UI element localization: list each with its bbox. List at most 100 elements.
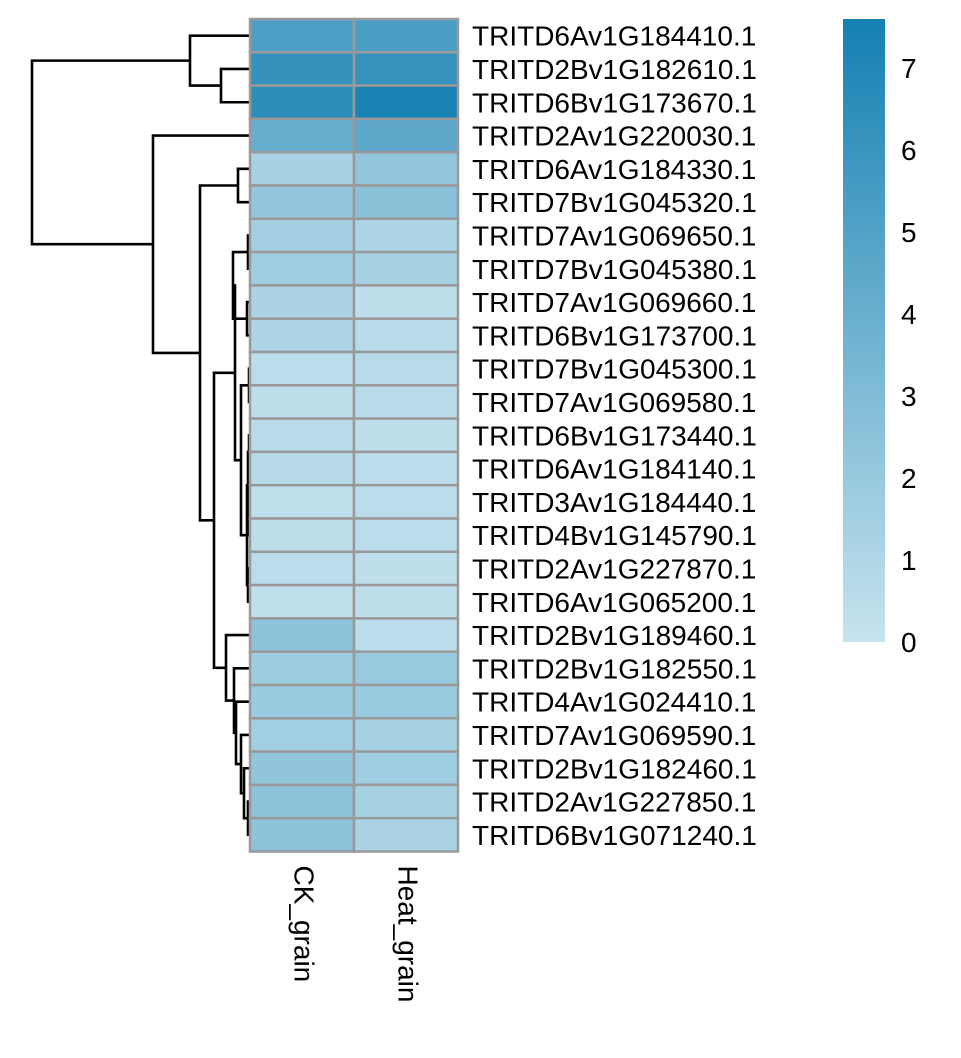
column-label-heat-grain: Heat_grain (393, 866, 424, 1003)
row-dendrogram (30, 34, 251, 837)
color-legend-tick-label: 1 (901, 545, 917, 576)
column-label-ck-grain: CK_grain (289, 866, 320, 983)
heatmap-cell-tritd2bv1g189460-1-heat-grain (352, 617, 460, 653)
dendrogram-branch-22 (242, 766, 250, 820)
heatmap-cell-tritd6av1g184410-1-heat-grain (352, 17, 460, 54)
row-label: TRITD6Av1G065200.1 (472, 587, 756, 618)
heatmap-cell-tritd6bv1g071240-1-ck-grain (248, 816, 356, 853)
dendrogram-branch-2 (219, 67, 250, 104)
heatmap-cell-tritd2av1g227870-1-ck-grain (248, 550, 356, 587)
heatmap-cell-tritd3av1g184440-1-heat-grain (352, 483, 460, 520)
heatmap-cell-tritd6av1g065200-1-ck-grain (248, 583, 356, 620)
heatmap-cell-tritd7bv1g045320-1-heat-grain (352, 184, 460, 221)
heatmap-cell-tritd2bv1g182610-1-ck-grain (248, 51, 356, 87)
dendrogram-branch-5 (236, 167, 250, 204)
row-label: TRITD7Bv1G045380.1 (472, 254, 757, 285)
row-label: TRITD7Av1G069650.1 (472, 220, 756, 251)
dendrogram-branch-21 (239, 733, 250, 795)
heatmap-cell-tritd2av1g220030-1-ck-grain (248, 117, 356, 154)
heatmap-cell-tritd6bv1g173670-1-ck-grain (248, 84, 356, 121)
row-label: TRITD7Bv1G045320.1 (472, 187, 757, 218)
heatmap-cell-tritd2av1g227850-1-ck-grain (248, 783, 356, 820)
row-label: TRITD4Av1G024410.1 (472, 687, 756, 718)
heatmap-cell-tritd6bv1g071240-1-heat-grain (352, 816, 460, 853)
heatmap-cell-tritd6bv1g173700-1-heat-grain (352, 317, 460, 354)
heatmap-cell-tritd7av1g069650-1-ck-grain (248, 217, 356, 254)
row-label: TRITD3Av1G184440.1 (472, 487, 756, 518)
heatmap-cell-tritd2av1g227850-1-heat-grain (352, 783, 460, 820)
heatmap-cell-tritd7av1g069650-1-heat-grain (352, 217, 460, 254)
row-label: TRITD6Av1G184410.1 (472, 21, 756, 52)
dendrogram-branch-10 (245, 300, 250, 337)
color-legend-tick-label: 4 (901, 299, 917, 330)
row-label: TRITD7Av1G069660.1 (472, 287, 756, 318)
dendrogram-branch-4 (198, 184, 238, 522)
heatmap-cell-tritd7bv1g045380-1-ck-grain (248, 250, 356, 287)
heatmap-cell-tritd6bv1g173670-1-heat-grain (352, 84, 460, 121)
heatmap-cell-tritd7av1g069660-1-ck-grain (248, 284, 356, 320)
heatmap-cell-tritd6bv1g173440-1-heat-grain (352, 417, 460, 454)
dendrogram-branch-6 (212, 371, 235, 670)
heatmap-cell-tritd6bv1g173700-1-ck-grain (248, 317, 356, 354)
heatmap-cell-tritd2bv1g189460-1-ck-grain (248, 617, 356, 653)
heatmap-cell-tritd2bv1g182460-1-heat-grain (352, 750, 460, 787)
dendrogram-branch-18 (224, 633, 250, 702)
heatmap-cell-tritd6av1g065200-1-heat-grain (352, 583, 460, 620)
row-label: TRITD2Av1G227850.1 (472, 787, 756, 818)
heatmap-cell-tritd2av1g220030-1-heat-grain (352, 117, 460, 154)
dendrogram-branch-1 (188, 34, 250, 87)
row-label: TRITD6Bv1G173700.1 (472, 320, 757, 351)
heatmap-cell-tritd2bv1g182550-1-ck-grain (248, 650, 356, 687)
row-label: TRITD6Bv1G173440.1 (472, 420, 757, 451)
dendrogram-branch-8 (231, 250, 248, 320)
heatmap-cell-tritd7av1g069580-1-ck-grain (248, 384, 356, 420)
row-label: TRITD7Av1G069580.1 (472, 387, 756, 418)
heatmap-cell-tritd7av1g069590-1-ck-grain (248, 717, 356, 753)
dendrogram-branch-20 (234, 700, 250, 766)
heatmap-cell-tritd6av1g184330-1-ck-grain (248, 150, 356, 187)
row-label: TRITD2Bv1G189460.1 (472, 620, 757, 651)
heatmap-cell-tritd3av1g184440-1-ck-grain (248, 483, 356, 520)
row-label: TRITD2Bv1G182610.1 (472, 54, 757, 85)
color-legend-tick-label: 5 (901, 217, 917, 248)
row-label: TRITD6Bv1G071240.1 (472, 820, 757, 851)
color-legend-tick-label: 7 (901, 53, 917, 84)
row-label: TRITD2Bv1G182460.1 (472, 753, 757, 784)
heatmap-cell-tritd7bv1g045380-1-heat-grain (352, 250, 460, 287)
row-labels: TRITD6Av1G184410.1TRITD2Bv1G182610.1TRIT… (472, 21, 757, 851)
color-legend-tick-label: 3 (901, 381, 917, 412)
dendrogram-branch-0 (30, 59, 190, 246)
dendrogram-branch-11 (239, 384, 249, 537)
heatmap-cell-tritd6av1g184330-1-heat-grain (352, 150, 460, 187)
heatmap-cell-tritd6bv1g173440-1-ck-grain (248, 417, 356, 454)
heatmap-cell-tritd7av1g069580-1-heat-grain (352, 384, 460, 420)
heatmap-cell-tritd2av1g227870-1-heat-grain (352, 550, 460, 587)
row-label: TRITD7Av1G069590.1 (472, 720, 756, 751)
color-legend-tick-label: 2 (901, 463, 917, 494)
heatmap-cell-tritd4av1g024410-1-ck-grain (248, 683, 356, 720)
heatmap-cell-tritd6av1g184410-1-ck-grain (248, 17, 356, 54)
heatmap-cell-tritd7bv1g045320-1-ck-grain (248, 184, 356, 221)
heatmap-cell-tritd6av1g184140-1-heat-grain (352, 450, 460, 487)
dendrogram-branch-3 (151, 134, 250, 355)
heatmap-cell-tritd2bv1g182550-1-heat-grain (352, 650, 460, 687)
heatmap-cell-tritd4av1g024410-1-heat-grain (352, 683, 460, 720)
heatmap-cells (248, 17, 460, 853)
heatmap-cell-tritd7av1g069660-1-heat-grain (352, 284, 460, 320)
heatmap-cell-tritd7bv1g045300-1-ck-grain (248, 350, 356, 387)
heatmap-cell-tritd7av1g069590-1-heat-grain (352, 717, 460, 753)
heatmap-cell-tritd4bv1g145790-1-ck-grain (248, 517, 356, 554)
color-legend-bar (843, 19, 885, 642)
row-label: TRITD6Av1G184140.1 (472, 454, 756, 485)
heatmap-cell-tritd2bv1g182460-1-ck-grain (248, 750, 356, 787)
row-label: TRITD7Bv1G045300.1 (472, 354, 757, 385)
row-label: TRITD2Av1G227870.1 (472, 553, 756, 584)
row-label: TRITD2Av1G220030.1 (472, 121, 756, 152)
column-labels: CK_grain Heat_grain (289, 866, 424, 1003)
heatmap-cell-tritd2bv1g182610-1-heat-grain (352, 51, 460, 87)
heatmap-cell-tritd7bv1g045300-1-heat-grain (352, 350, 460, 387)
heatmap-cell-tritd6av1g184140-1-ck-grain (248, 450, 356, 487)
row-label: TRITD6Av1G184330.1 (472, 154, 756, 185)
